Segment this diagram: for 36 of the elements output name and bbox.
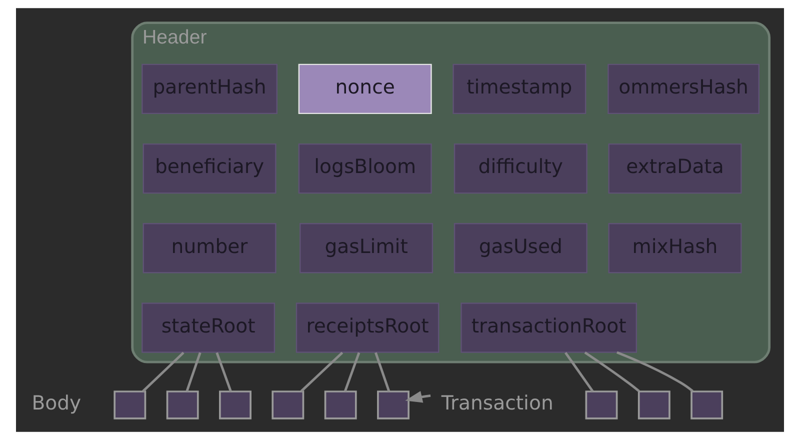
node-box <box>166 390 199 420</box>
node-box: receiptsRoot <box>296 302 440 353</box>
connector <box>186 352 202 392</box>
node-box: gasUsed <box>454 223 588 274</box>
node-box: extraData <box>608 143 742 194</box>
node-box <box>638 390 670 420</box>
connector <box>300 352 344 392</box>
connector <box>344 352 360 392</box>
node-box: transactionRoot <box>460 302 638 353</box>
node-box <box>690 390 724 420</box>
node-box: ommersHash <box>608 64 760 114</box>
connector <box>374 352 390 392</box>
connector <box>142 352 184 392</box>
node-box <box>114 390 146 420</box>
label: Body <box>32 392 82 415</box>
node-box <box>324 390 357 420</box>
node-box: timestamp <box>452 64 586 114</box>
node-box: logsBloom <box>298 143 432 194</box>
node-text: Transaction <box>441 392 554 415</box>
arrow <box>405 391 431 403</box>
node-box <box>585 390 618 420</box>
node-box <box>377 390 410 420</box>
node-box <box>272 390 304 420</box>
node-box: parentHash <box>142 64 278 114</box>
node-box: number <box>142 223 276 274</box>
node-box: nonce <box>298 64 432 114</box>
node-box: mixHash <box>608 223 742 274</box>
node-box: gasLimit <box>300 223 434 274</box>
connector <box>564 352 594 392</box>
node-box: beneficiary <box>142 143 276 194</box>
node-box: difficulty <box>454 143 588 194</box>
node-box <box>219 390 252 420</box>
node-box: stateRoot <box>142 302 276 353</box>
connector <box>584 352 640 392</box>
connector <box>216 352 232 392</box>
connector <box>616 351 694 392</box>
